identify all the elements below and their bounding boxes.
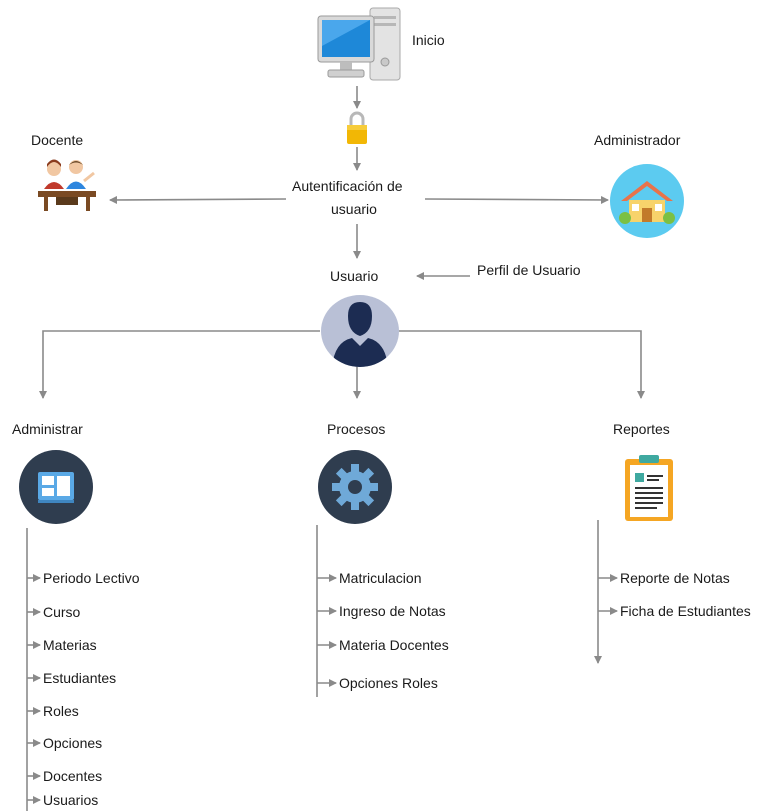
teacher-icon: [38, 159, 96, 211]
administrar-item: Roles: [43, 703, 79, 719]
administrador-label: Administrador: [594, 132, 681, 148]
administrar-item: Materias: [43, 637, 97, 653]
gear-icon: [318, 450, 392, 524]
administrar-label: Administrar: [12, 421, 83, 437]
administrar-item: Periodo Lectivo: [43, 570, 140, 586]
reportes-item: Reporte de Notas: [620, 570, 730, 586]
procesos-item: Materia Docentes: [339, 637, 449, 653]
computer-icon: [317, 7, 401, 81]
clipboard-icon: [625, 455, 673, 521]
procesos-item: Matriculacion: [339, 570, 422, 586]
arrow-auth-to-docente: [109, 195, 287, 204]
procesos-item: Ingreso de Notas: [339, 603, 446, 619]
procesos-item: Opciones Roles: [339, 675, 438, 691]
autenticacion-label-line2: usuario: [331, 201, 377, 217]
reportes-item: Ficha de Estudiantes: [620, 603, 751, 619]
inicio-label: Inicio: [412, 32, 445, 48]
dashboard-icon: [19, 450, 93, 524]
arrow-user-to-reportes: [398, 330, 645, 399]
reportes-label: Reportes: [613, 421, 670, 437]
docente-label: Docente: [31, 132, 84, 148]
administrar-item: Docentes: [43, 768, 103, 784]
administrar-item: Usuarios: [43, 792, 99, 808]
lock-icon: [347, 111, 367, 144]
administrar-item: Curso: [43, 604, 81, 620]
house-icon: [610, 164, 684, 238]
procesos-label: Procesos: [327, 421, 386, 437]
administrar-item: Estudiantes: [43, 670, 117, 686]
usuario-label: Usuario: [330, 268, 379, 284]
arrow-auth-to-administrador: [424, 195, 609, 204]
arrow-user-to-administrar: [39, 330, 320, 399]
administrar-item: Opciones: [43, 735, 103, 751]
user-icon: [321, 295, 399, 367]
perfil-usuario-label: Perfil de Usuario: [477, 262, 581, 278]
autenticacion-label-line1: Autentificación de: [292, 178, 403, 194]
